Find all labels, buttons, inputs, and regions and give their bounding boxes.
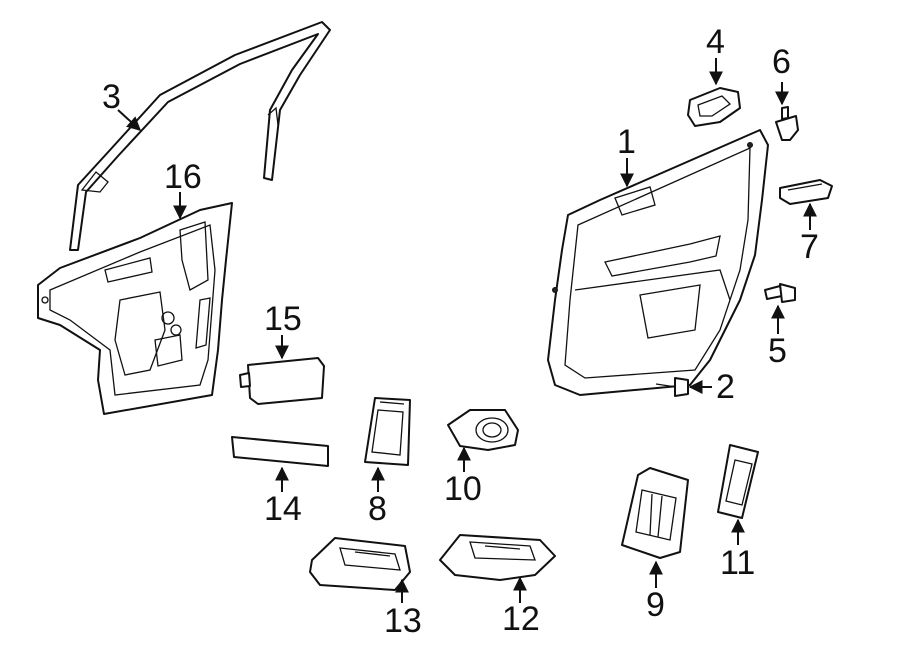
callout-6: 6: [772, 43, 791, 81]
leader-lines: [117, 58, 817, 603]
part-7-pull-cup: [779, 179, 833, 205]
part-16-inner-door-panel: [37, 202, 233, 415]
callout-9: 9: [646, 586, 665, 624]
leader-3: [117, 109, 142, 131]
part-15-cover-cap: [239, 357, 325, 405]
part-10-switch-housing: [447, 409, 519, 451]
callout-labels: 3 16 1 4 6 7 5 2 15 14 8 10 9 11 13 12: [102, 23, 819, 640]
part-8-switch: [364, 397, 411, 466]
callout-7: 7: [800, 228, 819, 266]
callout-8: 8: [368, 490, 387, 528]
part-6-push-pin: [775, 106, 799, 141]
callout-12: 12: [502, 600, 540, 638]
callout-10: 10: [444, 470, 482, 508]
part-4-handle-bezel: [687, 87, 741, 127]
callout-14: 14: [264, 490, 302, 528]
part-2-push-clip: [655, 377, 689, 397]
callout-1: 1: [617, 123, 636, 161]
callout-13: 13: [384, 602, 422, 640]
callout-16: 16: [164, 158, 202, 196]
part-9-window-switch: [621, 467, 689, 559]
callout-15: 15: [264, 300, 302, 338]
part-12-control-module: [439, 534, 556, 581]
callout-11: 11: [720, 544, 755, 582]
part-1-door-trim-panel: [547, 129, 769, 396]
part-13-control-module: [309, 537, 411, 591]
callout-4: 4: [706, 23, 725, 61]
part-11-switch: [717, 444, 759, 519]
callout-3: 3: [102, 78, 121, 116]
callout-2: 2: [716, 368, 735, 406]
callout-5: 5: [768, 332, 787, 370]
part-14-trim-strip: [231, 436, 329, 467]
part-3-glass-run-channel: [69, 21, 331, 251]
part-5-screw: [764, 283, 796, 303]
